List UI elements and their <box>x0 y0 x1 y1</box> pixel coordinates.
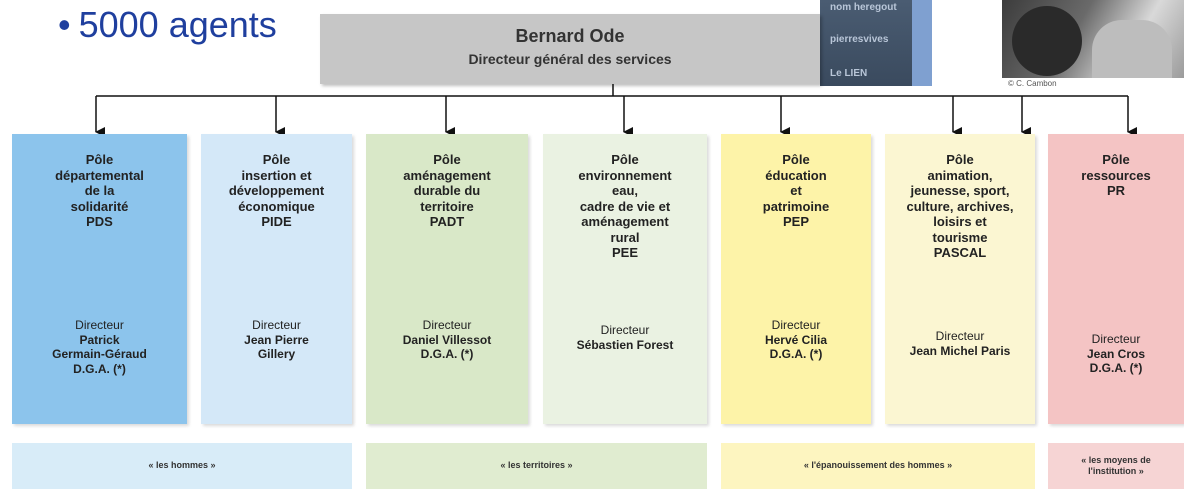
band-les-territoires: « les territoires » <box>366 443 707 489</box>
sidebar-item-3: Le LIEN <box>830 68 868 79</box>
band-les-hommes: « les hommes » <box>12 443 352 489</box>
photo <box>1002 0 1184 78</box>
connector-lines <box>95 84 1137 137</box>
director-name: Daniel Villessot D.G.A. (*) <box>402 332 492 362</box>
pole-name: Pôle aménagement durable du territoire P… <box>403 152 491 229</box>
pole-name: Pôle animation, jeunesse, sport, culture… <box>906 152 1014 260</box>
band-label: « les territoires » <box>500 460 573 470</box>
director-name: Jean Michel Paris <box>909 343 1011 358</box>
director-name: Jean Pierre Gillery <box>244 332 309 362</box>
band-label: « les moyens de l'institution » <box>1081 455 1151 476</box>
director-label: Directeur <box>75 318 124 332</box>
pole-pascal: Pôle animation, jeunesse, sport, culture… <box>885 134 1035 424</box>
director-name: Patrick Germain-Géraud D.G.A. (*) <box>52 332 147 376</box>
band-moyens: « les moyens de l'institution » <box>1048 443 1184 489</box>
director-name: Jean Cros D.G.A. (*) <box>1086 346 1146 376</box>
pole-name: Pôle insertion et développement économiq… <box>228 152 325 229</box>
director-label: Directeur <box>771 318 821 332</box>
pole-name: Pôle ressources PR <box>1081 152 1151 198</box>
director-label: Directeur <box>1091 332 1141 346</box>
sidebar-item-2: pierresvives <box>830 34 889 45</box>
director-general-name: Bernard Ode <box>515 26 625 46</box>
pole-pee: Pôle environnement eau, cadre de vie et … <box>543 134 707 424</box>
director-label: Directeur <box>600 323 650 337</box>
director-general-box: Bernard Ode Directeur général des servic… <box>320 14 820 84</box>
director-name: Sébastien Forest <box>576 337 674 352</box>
pole-padt: Pôle aménagement durable du territoire P… <box>366 134 528 424</box>
director-name: Hervé Cilia D.G.A. (*) <box>764 332 828 362</box>
pole-pep: Pôle éducation et patrimoine PEP Directe… <box>721 134 871 424</box>
band-label: « l'épanouissement des hommes » <box>803 460 953 470</box>
pole-name: Pôle départemental de la solidarité PDS <box>55 152 144 229</box>
pole-pide: Pôle insertion et développement économiq… <box>201 134 352 424</box>
pole-pds: Pôle départemental de la solidarité PDS … <box>12 134 187 424</box>
bullet-text: •5000 agents <box>58 4 277 45</box>
sidebar-bar <box>912 0 932 86</box>
sidebar-item-1: nom heregout <box>830 2 897 13</box>
director-general-title: Directeur général des services <box>468 51 672 67</box>
band-label: « les hommes » <box>148 460 216 470</box>
director-label: Directeur <box>252 318 301 332</box>
pole-name: Pôle éducation et patrimoine PEP <box>762 152 830 229</box>
director-label: Directeur <box>935 329 985 343</box>
band-epanouissement: « l'épanouissement des hommes » <box>721 443 1035 489</box>
director-label: Directeur <box>422 318 472 332</box>
pole-name: Pôle environnement eau, cadre de vie et … <box>578 152 672 260</box>
photo-credit: © C. Cambon <box>1008 79 1057 88</box>
